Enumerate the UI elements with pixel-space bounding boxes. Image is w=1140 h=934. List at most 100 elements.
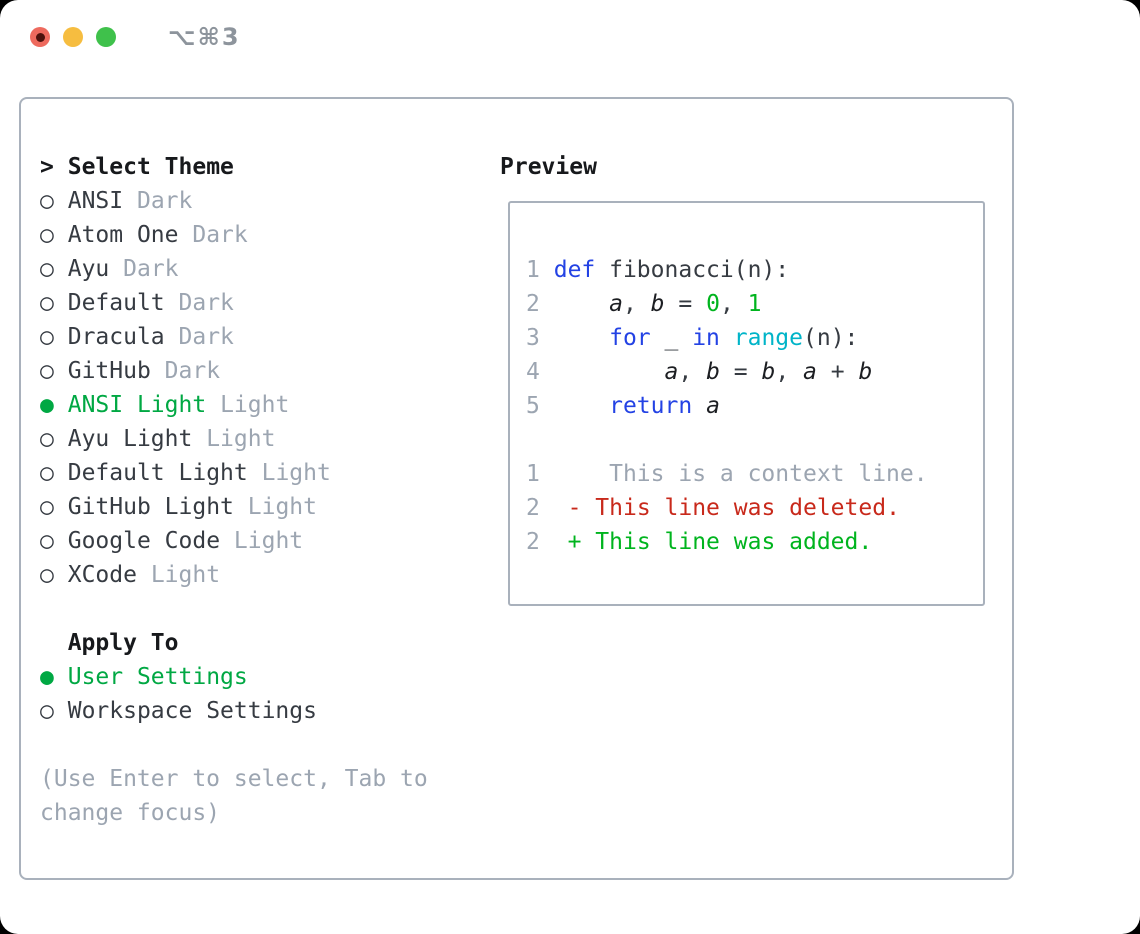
line-number: 2: [526, 291, 540, 317]
code-token: def: [553, 257, 596, 283]
radio-unselected-icon: ○: [40, 528, 54, 554]
minimize-button[interactable]: [63, 27, 83, 47]
apply-to-options-list: ● User Settings○ Workspace Settings: [40, 660, 483, 728]
code-token: [554, 325, 609, 351]
code-token: _: [650, 325, 693, 351]
theme-option-label: Ayu Light: [67, 426, 193, 452]
apply-option-label: Workspace Settings: [67, 698, 317, 724]
code-token: b: [761, 359, 776, 385]
theme-option-label: Ayu: [67, 256, 110, 282]
code-token: [692, 393, 706, 419]
code-token: (n):: [803, 325, 859, 351]
theme-option-github-light[interactable]: ○ GitHub Light Light: [40, 490, 483, 524]
code-token: return: [609, 393, 693, 419]
code-line: 2 - This line was deleted.: [526, 491, 983, 525]
apply-option-label: User Settings: [67, 664, 248, 690]
apply-option-user-settings[interactable]: ● User Settings: [40, 660, 483, 694]
code-blank-line: [526, 423, 983, 457]
help-text: (Use Enter to select, Tab to change focu…: [40, 766, 428, 826]
code-token: ,: [719, 291, 748, 317]
code-line: 2 a, b = 0, 1: [526, 287, 983, 321]
theme-option-atom-one[interactable]: ○ Atom One Dark: [40, 218, 483, 252]
code-token: =: [719, 359, 762, 385]
line-number: 2: [526, 529, 540, 555]
radio-unselected-icon: ○: [40, 324, 54, 350]
code-token: in: [692, 325, 720, 351]
theme-variant-label: Light: [233, 528, 304, 554]
code-token: [554, 359, 665, 385]
line-number: 1: [526, 257, 540, 283]
preview-header: Preview: [500, 154, 597, 180]
radio-unselected-icon: ○: [40, 698, 54, 724]
radio-unselected-icon: ○: [40, 494, 54, 520]
radio-selected-icon: ●: [40, 664, 54, 690]
radio-unselected-icon: ○: [40, 290, 54, 316]
theme-option-label: Google Code: [67, 528, 221, 554]
line-number: 4: [526, 359, 540, 385]
focus-caret-icon: >: [40, 154, 54, 180]
theme-variant-label: Dark: [178, 324, 234, 350]
theme-variant-label: Dark: [178, 290, 234, 316]
theme-option-ayu-light[interactable]: ○ Ayu Light Light: [40, 422, 483, 456]
radio-unselected-icon: ○: [40, 222, 54, 248]
line-number: 3: [526, 325, 540, 351]
line-number: 1: [526, 461, 540, 487]
theme-variant-label: Dark: [136, 188, 193, 214]
radio-unselected-icon: ○: [40, 256, 54, 282]
code-token: 0: [706, 291, 720, 317]
theme-variant-label: Light: [261, 460, 331, 486]
code-token: + This line was added.: [567, 529, 873, 555]
apply-to-header: Apply To: [67, 630, 179, 656]
radio-unselected-icon: ○: [40, 562, 54, 588]
code-token: [720, 325, 734, 351]
line-number: 5: [526, 393, 540, 419]
theme-option-label: GitHub Light: [67, 494, 234, 520]
theme-option-github[interactable]: ○ GitHub Dark: [40, 354, 483, 388]
code-line: 1 This is a context line.: [526, 457, 983, 491]
apply-option-workspace-settings[interactable]: ○ Workspace Settings: [40, 694, 483, 728]
code-token: a: [609, 291, 623, 317]
close-button-dot-icon: [35, 32, 45, 42]
theme-picker-left-column: > Select Theme ○ ANSI Dark○ Atom One Dar…: [21, 99, 483, 878]
theme-option-default-light[interactable]: ○ Default Light Light: [40, 456, 483, 490]
code-token: [554, 291, 609, 317]
theme-option-google-code[interactable]: ○ Google Code Light: [40, 524, 483, 558]
code-token: b: [650, 291, 665, 317]
radio-unselected-icon: ○: [40, 358, 54, 384]
spacer: [40, 728, 483, 762]
spacer: [40, 592, 483, 626]
code-token: [554, 529, 568, 555]
code-token: range: [733, 325, 804, 351]
code-token: a: [706, 393, 720, 419]
code-line: 2 + This line was added.: [526, 525, 983, 559]
window-titlebar: ⌥⌘3: [30, 23, 241, 51]
radio-unselected-icon: ○: [40, 460, 54, 486]
close-button[interactable]: [30, 27, 50, 47]
code-line: 3 for _ in range(n):: [526, 321, 983, 355]
theme-option-label: Atom One: [67, 222, 179, 248]
zoom-button[interactable]: [96, 27, 116, 47]
code-token: - This line was deleted.: [567, 495, 900, 521]
theme-variant-label: Light: [150, 562, 221, 588]
theme-option-ansi-light[interactable]: ● ANSI Light Light: [40, 388, 483, 422]
theme-option-default[interactable]: ○ Default Dark: [40, 286, 483, 320]
code-token: =: [664, 291, 707, 317]
theme-option-ansi[interactable]: ○ ANSI Dark: [40, 184, 483, 218]
code-token: [554, 495, 568, 521]
theme-options-list: ○ ANSI Dark○ Atom One Dark○ Ayu Dark○ De…: [40, 184, 483, 592]
theme-variant-label: Light: [206, 426, 276, 452]
select-theme-header: > Select Theme: [40, 150, 483, 184]
window-title: ⌥⌘3: [168, 23, 241, 51]
code-line: 1 def fibonacci(n):: [526, 253, 983, 287]
line-number: 2: [526, 495, 540, 521]
code-token: for: [609, 325, 651, 351]
theme-variant-label: Light: [220, 392, 290, 418]
theme-variant-label: Dark: [123, 256, 179, 282]
code-token: ,: [775, 359, 804, 385]
theme-option-dracula[interactable]: ○ Dracula Dark: [40, 320, 483, 354]
code-token: ,: [678, 359, 707, 385]
theme-option-xcode[interactable]: ○ XCode Light: [40, 558, 483, 592]
theme-option-ayu[interactable]: ○ Ayu Dark: [40, 252, 483, 286]
code-line: 4 a, b = b, a + b: [526, 355, 983, 389]
